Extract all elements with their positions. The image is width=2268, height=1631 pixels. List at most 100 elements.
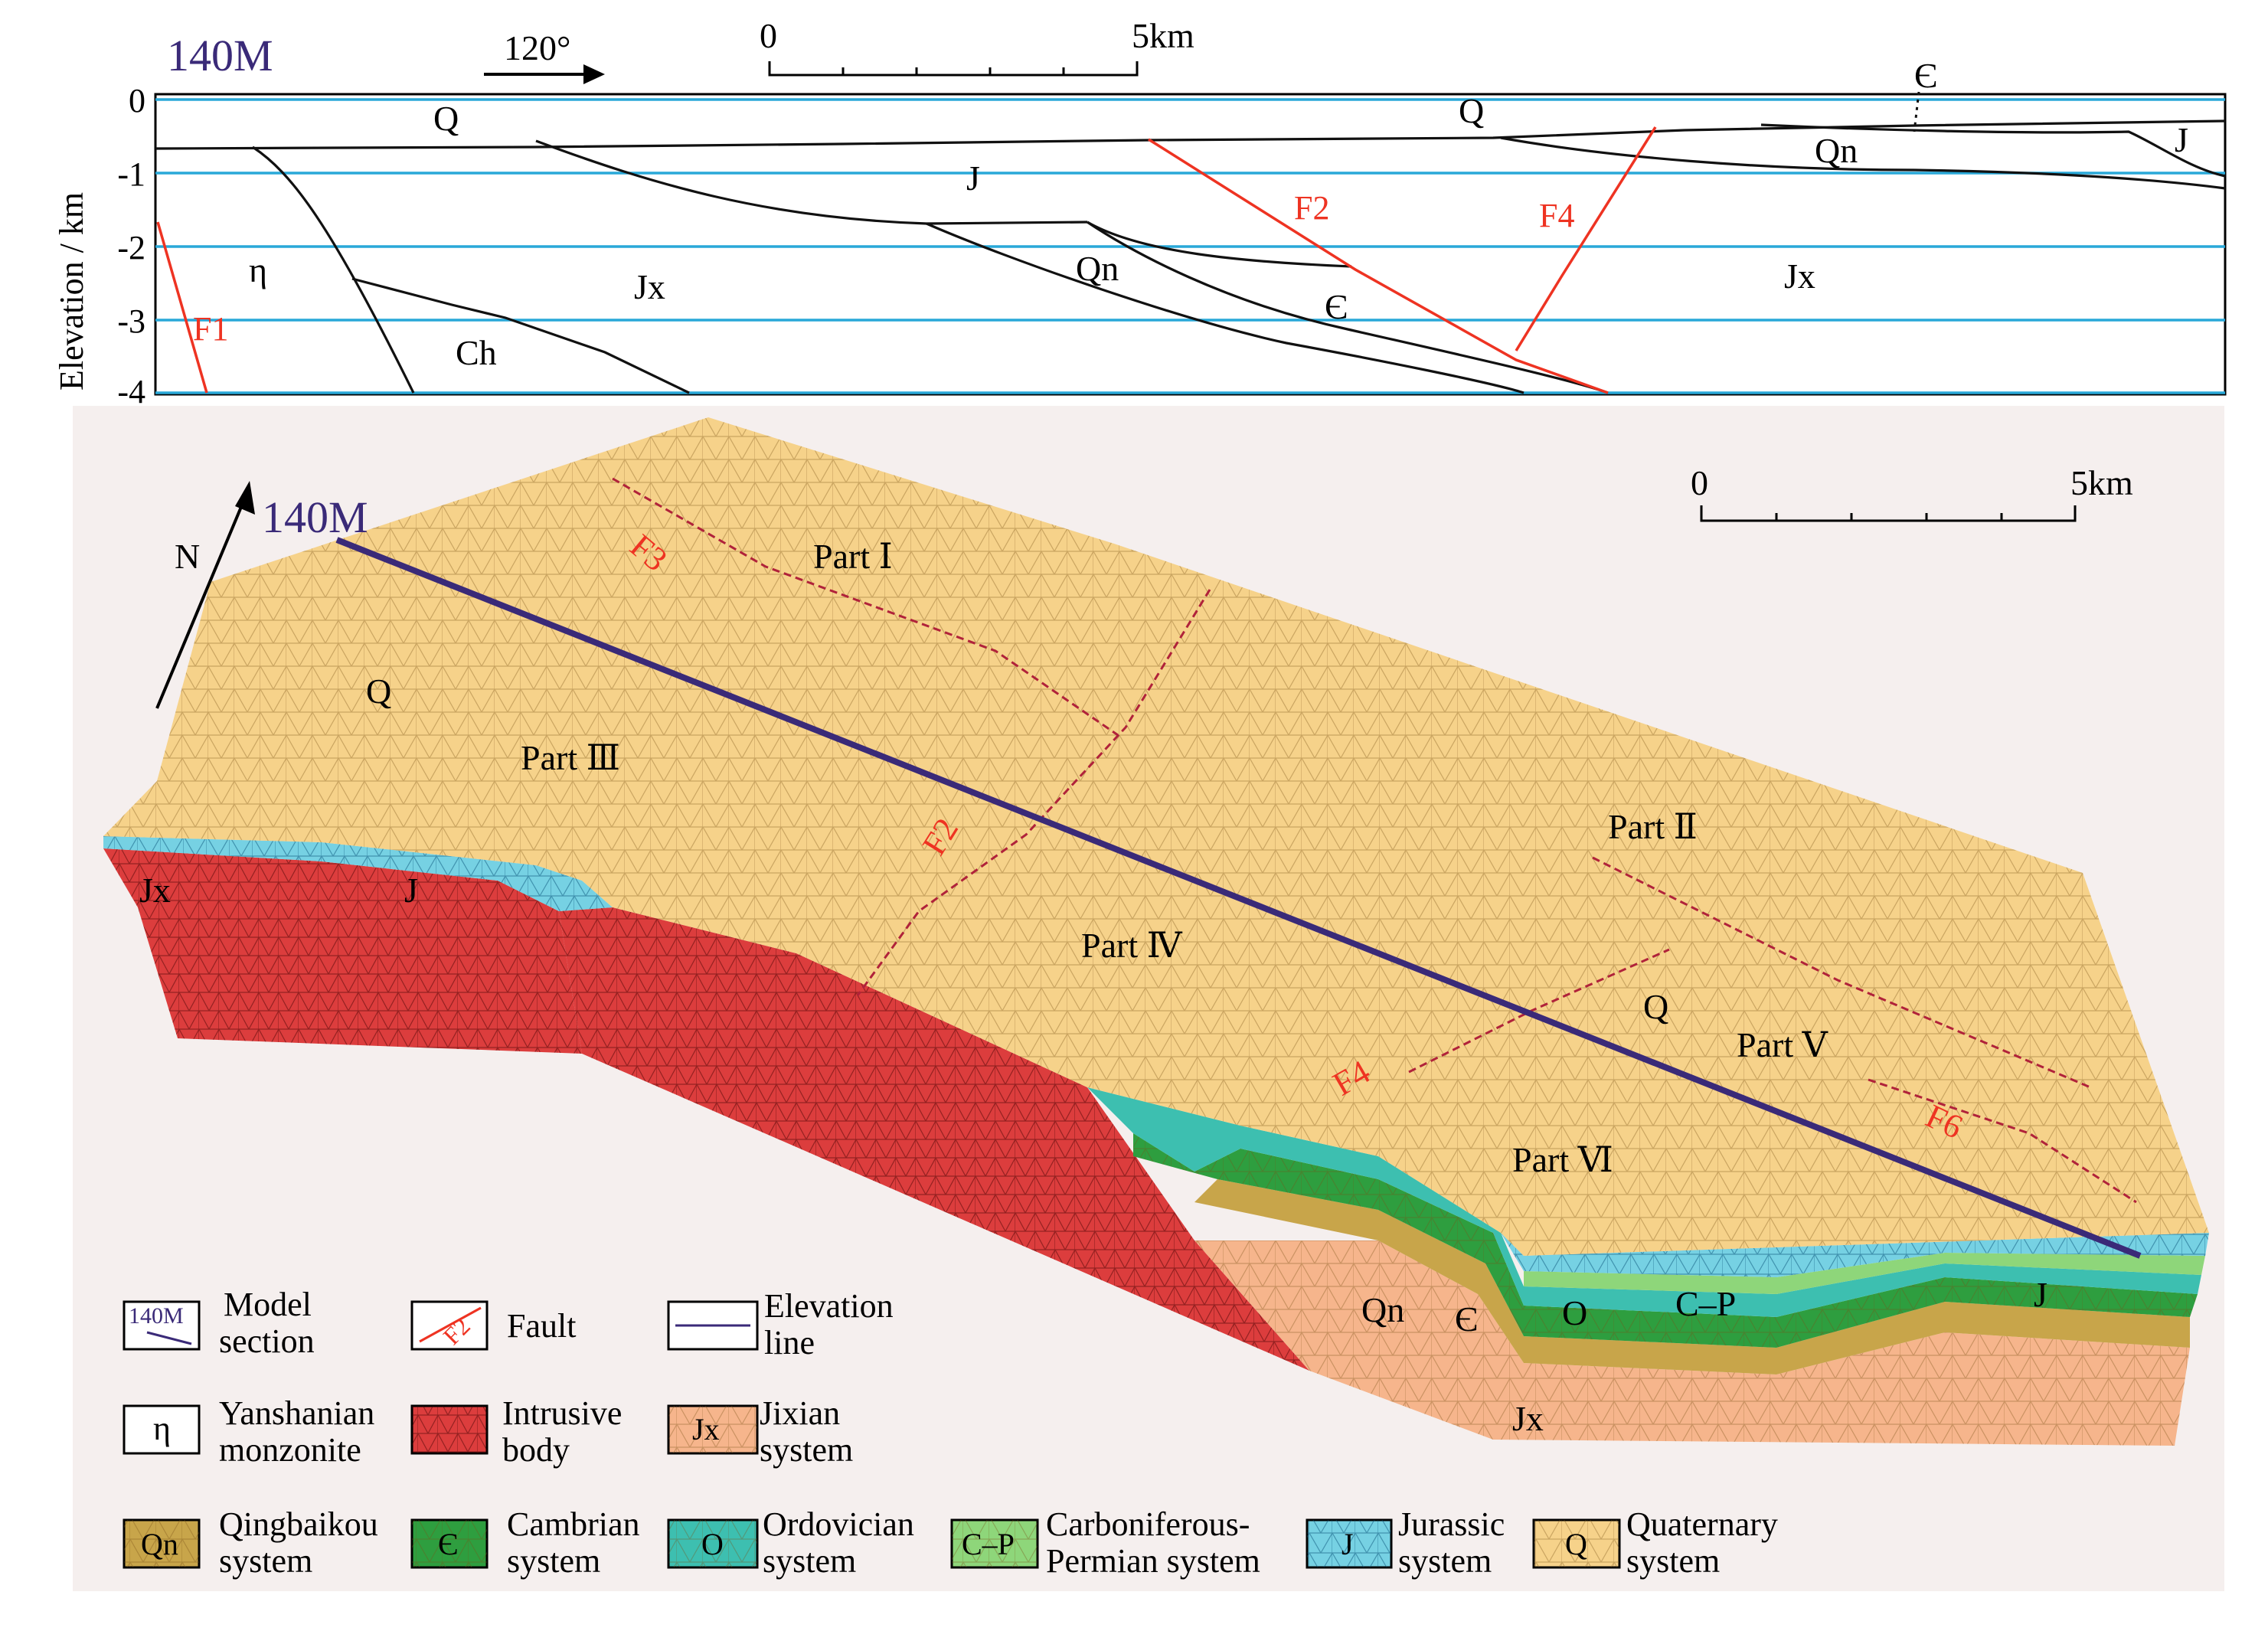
unit-label: O	[1562, 1293, 1587, 1332]
model-scale-bar: 0 5km	[1691, 463, 2133, 522]
fault-label: F4	[1539, 197, 1574, 234]
y-tick: -1	[117, 155, 145, 193]
unit-label: Qn	[1815, 131, 1858, 170]
svg-text:Fault: Fault	[507, 1307, 576, 1345]
fault-F4-trace	[1408, 948, 1670, 1074]
unit-label: Є	[1325, 287, 1348, 326]
section-scale-start: 0	[760, 16, 777, 55]
svg-text:η: η	[153, 1410, 171, 1447]
fault-F4-line	[1515, 126, 1657, 351]
svg-text:J: J	[1342, 1527, 1354, 1561]
svg-text:Ordovician: Ordovician	[763, 1505, 914, 1543]
part-label: Part Ⅱ	[1608, 807, 1698, 846]
legend-item-yanshanian: η Yanshanian monzonite	[123, 1394, 374, 1469]
unit-label: J	[966, 159, 980, 198]
direction-label: 120°	[504, 28, 570, 67]
svg-text:Jurassic: Jurassic	[1398, 1505, 1505, 1543]
legend-item-jixian: Jx Jixian system	[667, 1394, 853, 1469]
svg-text:Intrusive: Intrusive	[502, 1394, 622, 1432]
y-axis-label: Elevation / km	[53, 192, 90, 391]
section-cambrian-contact	[1913, 91, 1920, 132]
model-section-label: 140M	[262, 492, 368, 542]
svg-text:monzonite: monzonite	[219, 1431, 361, 1469]
section-fault-labels: F1 F2 F4	[193, 189, 1574, 348]
svg-text:Elevation: Elevation	[764, 1287, 894, 1325]
svg-text:system: system	[760, 1431, 853, 1469]
north-arrow-head-icon	[235, 481, 255, 515]
legend-swatch-label: 140M	[129, 1303, 184, 1329]
unit-label: C–P	[1675, 1284, 1736, 1323]
unit-label: Q	[1459, 91, 1484, 130]
fault-F2-trace	[856, 589, 1211, 996]
model-fault-traces	[612, 477, 2137, 1204]
svg-text:Q: Q	[1565, 1527, 1587, 1561]
section-scale-end: 5km	[1132, 16, 1194, 55]
section-unit-labels: Q Q J J η Jx Jx Ch Qn Qn Є Є	[249, 56, 2188, 372]
unit-label: η	[249, 250, 267, 289]
legend-item-model-section: 140M Model section	[123, 1286, 315, 1360]
legend: 140M Model section F2 Fault Elevation li…	[123, 1286, 1778, 1580]
fault-north-trace	[1592, 856, 2091, 1089]
fault-label: F2	[1294, 189, 1329, 227]
legend-item-quaternary: Q Quaternary system	[1532, 1505, 1778, 1580]
legend-item-elevation-line: Elevation line	[667, 1287, 894, 1361]
north-arrow-line	[155, 497, 247, 709]
section-frame	[154, 93, 2227, 396]
svg-text:C–P: C–P	[962, 1527, 1015, 1561]
svg-text:Yanshanian: Yanshanian	[219, 1394, 374, 1432]
unit-label: Qn	[1076, 249, 1119, 288]
model-panel: 140M N 0 5km Part Ⅰ Part Ⅱ Part Ⅲ Part Ⅳ…	[73, 406, 2224, 1591]
part-label: Part Ⅵ	[1512, 1140, 1613, 1179]
legend-item-carboniferous-permian: C–P Carboniferous- Permian system	[950, 1505, 1260, 1580]
model-scale-start: 0	[1691, 463, 1708, 502]
unit-label: Jx	[1512, 1399, 1544, 1438]
svg-text:system: system	[1626, 1542, 1720, 1580]
fault-F2-line	[1148, 138, 1609, 394]
section-title: 140M	[167, 31, 273, 80]
legend-item-cambrian: Є Cambrian system	[410, 1505, 640, 1580]
fault-F3-trace	[612, 477, 1119, 737]
svg-text:system: system	[1398, 1542, 1492, 1580]
unit-label: Jx	[634, 267, 665, 306]
svg-text:Carboniferous-: Carboniferous-	[1046, 1505, 1250, 1543]
fault-label: F1	[193, 310, 228, 348]
part-label: Part Ⅲ	[521, 738, 620, 777]
svg-text:Quaternary: Quaternary	[1626, 1505, 1778, 1543]
unit-label: Є	[1455, 1299, 1478, 1338]
svg-text:Cambrian: Cambrian	[507, 1505, 640, 1543]
svg-text:Є: Є	[438, 1527, 458, 1561]
svg-text:Qn: Qn	[141, 1527, 178, 1561]
unit-label: Qn	[1361, 1290, 1404, 1329]
svg-text:system: system	[507, 1542, 600, 1580]
fault-F1-line	[156, 221, 208, 394]
stratigraphic-boundaries	[155, 119, 2226, 394]
fault-F6-trace	[1868, 1078, 2137, 1204]
north-label: N	[175, 537, 200, 576]
svg-text:section: section	[219, 1322, 315, 1360]
svg-text:Jixian: Jixian	[760, 1394, 840, 1432]
svg-text:line: line	[764, 1324, 815, 1361]
elevation-gridlines	[155, 98, 2225, 394]
part-label: Part Ⅴ	[1737, 1025, 1828, 1064]
model-section-line	[335, 537, 2142, 1259]
unit-label: Q	[1643, 987, 1668, 1026]
y-tick-labels: 0 -1 -2 -3 -4	[117, 82, 145, 410]
section-faults	[156, 126, 1657, 394]
svg-text:body: body	[502, 1431, 570, 1469]
svg-text:system: system	[219, 1542, 312, 1580]
front-face-carboniferous	[1524, 1253, 2205, 1294]
unit-label: Jx	[139, 871, 171, 910]
y-tick: -4	[117, 373, 145, 410]
direction-arrow-head-icon	[583, 64, 605, 84]
y-tick: -2	[117, 229, 145, 266]
legend-item-jurassic: J Jurassic system	[1306, 1505, 1505, 1580]
svg-text:Jx: Jx	[692, 1412, 720, 1446]
legend-item-fault: F2 Fault	[410, 1300, 576, 1351]
y-tick: 0	[129, 82, 145, 119]
front-face-qingbaikou	[1194, 1179, 2190, 1374]
svg-text:Model: Model	[224, 1286, 312, 1323]
model-unit-labels: Q Q Jx J Qn Є O C–P J Jx	[139, 672, 2047, 1438]
svg-text:Qingbaikou: Qingbaikou	[219, 1505, 378, 1543]
unit-label: Q	[433, 99, 459, 138]
